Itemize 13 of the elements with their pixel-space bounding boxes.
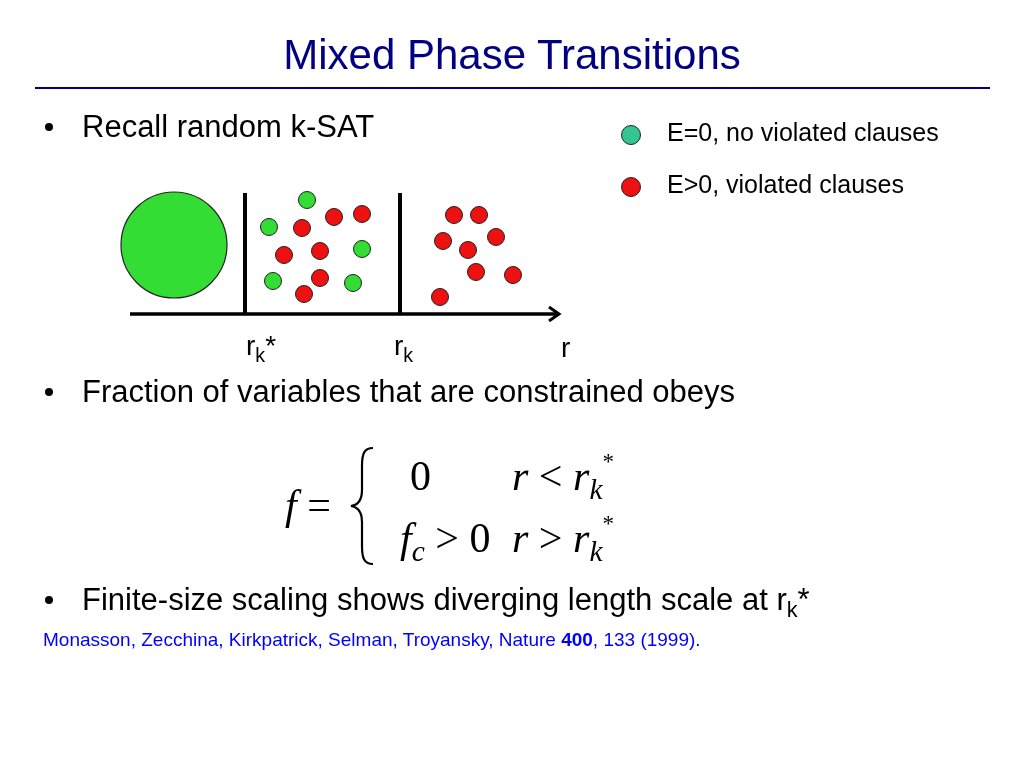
citation: Monasson, Zecchina, Kirkpatrick, Selman, Troyansky, Nature 400, 133 (1999). — [43, 629, 701, 651]
formula-term: f = — [285, 480, 331, 530]
bullet-text: Finite-size scaling shows diverging length scale at r$_{k}$* — [82, 582, 810, 618]
bullet-text: Fraction of variables that are constrained obeys — [82, 374, 736, 410]
axis-label: r$_{k}$* — [246, 329, 277, 363]
formula-term: f$_{c}$ > 0 — [400, 513, 491, 563]
bullet-text: Recall random k-SAT — [82, 109, 375, 145]
axis-label: r$_{k}$ — [394, 329, 414, 363]
formula-term: 0 — [410, 451, 431, 501]
axis-label: r — [561, 331, 571, 365]
legend-label: E>0, violated clauses — [667, 169, 904, 199]
legend-label: E=0, no violated clauses — [667, 117, 939, 147]
slide-title: Mixed Phase Transitions — [283, 30, 741, 80]
